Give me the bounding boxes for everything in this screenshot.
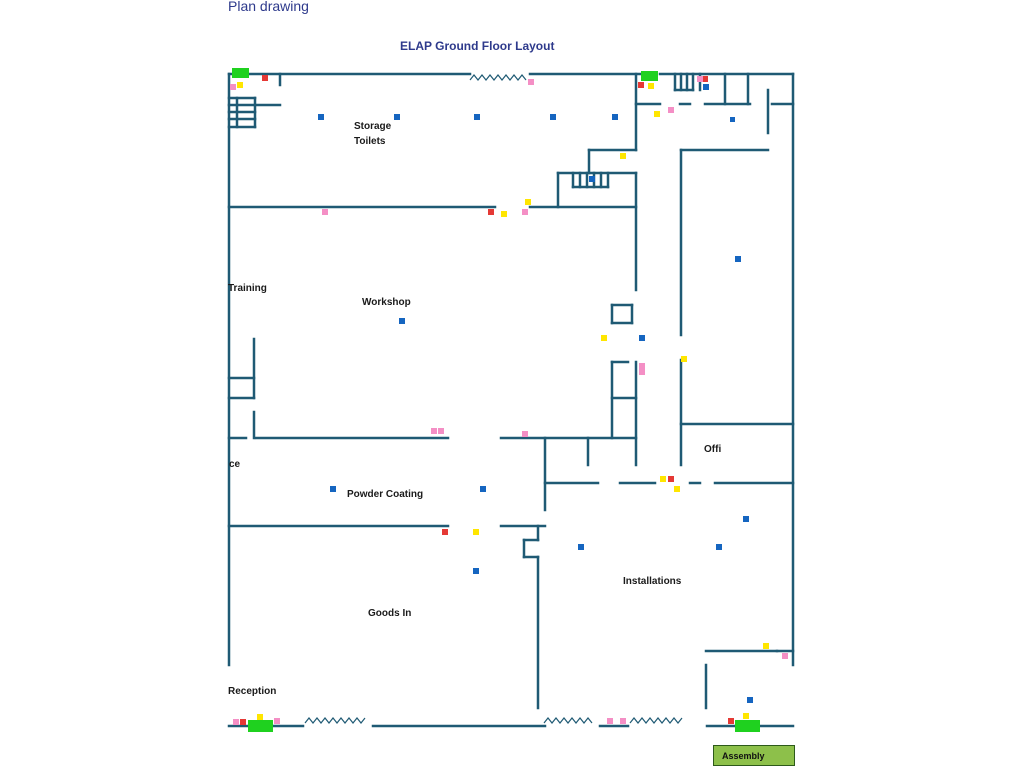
room-label-installations: Installations: [623, 576, 682, 587]
room-label-powder-coating: Powder Coating: [347, 489, 423, 500]
red-markers: [240, 75, 734, 725]
room-label-training: Training: [228, 283, 267, 294]
exit-sign: [641, 71, 658, 81]
exit-sign: [232, 68, 249, 78]
assembly-point: Assembly: [713, 745, 795, 766]
exit-signs: [232, 68, 760, 732]
page-header: Plan drawing: [228, 0, 309, 14]
pink-markers: [230, 76, 788, 725]
blue-markers: [318, 84, 753, 703]
room-label-reception: Reception: [228, 686, 276, 697]
exit-sign: [735, 720, 760, 732]
assembly-label: Assembly: [722, 750, 765, 761]
exit-sign: [248, 720, 273, 732]
room-labels: Storage Toilets Training Workshop ce Pow…: [228, 121, 721, 697]
room-label-workshop: Workshop: [362, 297, 411, 308]
room-label-toilets: Toilets: [354, 136, 386, 147]
walls: [227, 72, 795, 728]
plan-title: ELAP Ground Floor Layout: [400, 39, 555, 53]
roller-doors: [304, 74, 683, 724]
room-label-storage: Storage: [354, 121, 392, 132]
room-label-goods-in: Goods In: [368, 608, 411, 619]
room-label-office-partial: ce: [229, 459, 241, 470]
room-label-office-right: Offi: [704, 444, 721, 455]
yellow-markers: [237, 82, 769, 720]
